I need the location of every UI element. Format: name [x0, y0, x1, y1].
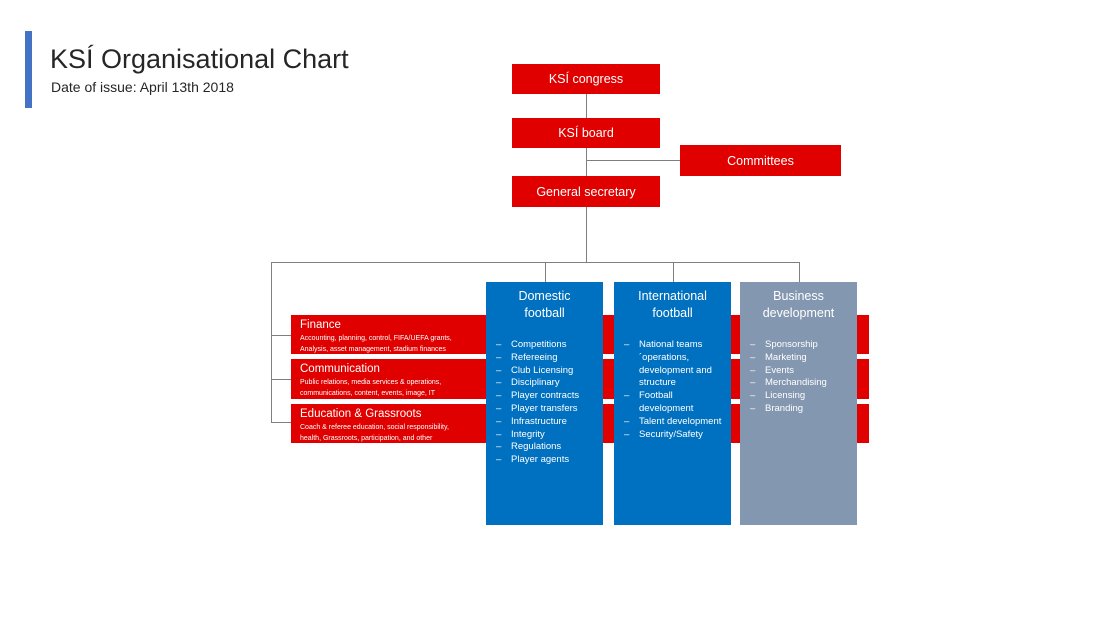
connector-committees	[586, 160, 680, 161]
list-item: Integrity	[496, 429, 599, 442]
connector-drop-business	[799, 262, 800, 282]
business-development-column: Business development Sponsorship Marketi…	[740, 282, 857, 525]
ksi-board-box: KSÍ board	[512, 118, 660, 148]
business-title-line-1: Business	[773, 289, 824, 303]
issue-date: Date of issue: April 13th 2018	[51, 79, 234, 95]
connector-left-vertical	[271, 262, 272, 422]
domestic-football-column: Domestic football Competitions Refereein…	[486, 282, 603, 525]
connector-education	[271, 422, 291, 423]
international-title-line-2: football	[652, 306, 693, 320]
business-development-title: Business development	[740, 282, 857, 322]
connector-drop-domestic	[545, 262, 546, 282]
connector-congress-board	[586, 94, 587, 118]
domestic-football-list: Competitions Refereeing Club Licensing D…	[496, 339, 599, 467]
finance-title: Finance	[300, 319, 341, 331]
general-secretary-box: General secretary	[512, 176, 660, 207]
page-title: KSÍ Organisational Chart	[50, 44, 349, 74]
list-item: Player transfers	[496, 403, 599, 416]
international-football-column: International football National teams´op…	[614, 282, 731, 525]
list-item: Infrastructure	[496, 416, 599, 429]
international-football-list: National teams´operations, development a…	[624, 339, 727, 441]
list-item: Branding	[750, 403, 853, 416]
finance-desc-line-2: Analysis, asset management, stadium fina…	[300, 345, 446, 353]
communication-desc-line-1: Public relations, media services & opera…	[300, 379, 442, 386]
domestic-title-line-2: football	[524, 306, 565, 320]
communication-title: Communication	[300, 363, 380, 375]
finance-description: Accounting, planning, control, FIFA/UEFA…	[300, 334, 452, 355]
connector-finance	[271, 335, 291, 336]
business-title-line-2: development	[762, 306, 835, 320]
list-item: Disciplinary	[496, 377, 599, 390]
connector-communication	[271, 379, 291, 380]
list-item: Competitions	[496, 339, 599, 352]
list-item: Player contracts	[496, 390, 599, 403]
education-desc-line-1: Coach & referee education, social respon…	[300, 424, 449, 431]
title-accent-bar	[25, 31, 32, 108]
list-item: Marketing	[750, 352, 853, 365]
communication-description: Public relations, media services & opera…	[300, 378, 441, 399]
connector-horizontal-bus	[271, 262, 800, 263]
ksi-congress-box: KSÍ congress	[512, 64, 660, 94]
list-item: Player agents	[496, 454, 599, 467]
list-item: Licensing	[750, 390, 853, 403]
communication-desc-line-2: communications, content, events, image, …	[300, 389, 436, 397]
list-item: Sponsorship	[750, 339, 853, 352]
international-title-line-1: International	[638, 289, 707, 303]
list-item: Talent development	[624, 416, 727, 429]
list-item: Refereeing	[496, 352, 599, 365]
finance-desc-line-1: Accounting, planning, control, FIFA/UEFA…	[300, 335, 452, 342]
domestic-football-title: Domestic football	[486, 282, 603, 322]
education-description: Coach & referee education, social respon…	[300, 423, 449, 444]
domestic-title-line-1: Domestic	[518, 289, 571, 303]
education-desc-line-2: health, Grassroots, participation, and o…	[300, 434, 433, 442]
list-item: Club Licensing	[496, 365, 599, 378]
connector-board-secretary	[586, 148, 587, 176]
committees-box: Committees	[680, 145, 841, 176]
list-item: Security/Safety	[624, 429, 727, 442]
connector-drop-international	[673, 262, 674, 282]
business-development-list: Sponsorship Marketing Events Merchandisi…	[750, 339, 853, 416]
international-football-title: International football	[614, 282, 731, 322]
list-item: Football development	[624, 390, 727, 416]
connector-secretary-down	[586, 207, 587, 262]
list-item: Events	[750, 365, 853, 378]
list-item: National teams´operations, development a…	[624, 339, 727, 390]
list-item: Regulations	[496, 441, 599, 454]
education-title: Education & Grassroots	[300, 408, 422, 420]
list-item: Merchandising	[750, 377, 853, 390]
